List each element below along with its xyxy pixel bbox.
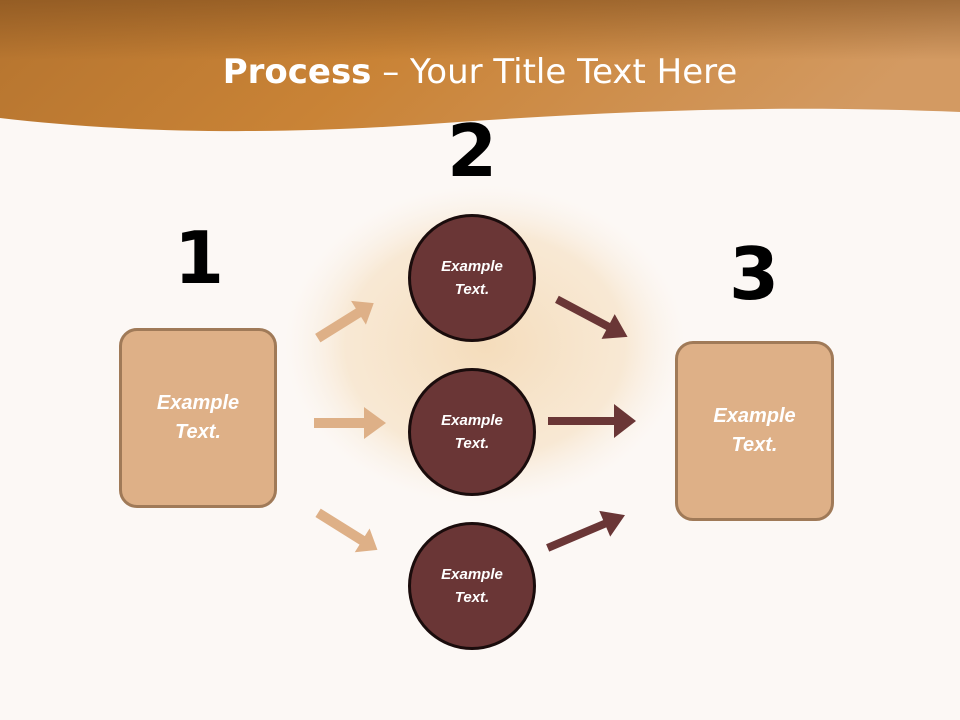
- arrow-from-circle-middle: [548, 404, 636, 438]
- circle-top-text: Example Text.: [441, 258, 503, 298]
- circle-middle-text: Example Text.: [441, 412, 503, 452]
- step-2-circle-middle: Example Text.: [408, 368, 536, 496]
- step-number-2: 2: [446, 109, 498, 193]
- step-number-1: 1: [173, 216, 225, 300]
- arrow-from-circle-bottom: [546, 510, 625, 552]
- step-1-box: Example Text.: [119, 328, 277, 508]
- arrow-to-circle-bottom: [315, 508, 378, 553]
- circle-bottom-text: Example Text.: [441, 566, 503, 606]
- slide-title-bold: Process: [222, 52, 372, 92]
- arrow-from-circle-top: [555, 295, 628, 339]
- slide-title-rest: – Your Title Text Here: [371, 52, 738, 92]
- step-1-text: Example Text.: [156, 392, 240, 443]
- arrow-to-circle-middle: [314, 407, 386, 439]
- arrow-to-circle-top: [315, 300, 374, 343]
- step-3-box: Example Text.: [675, 341, 834, 521]
- step-2-circle-top: Example Text.: [408, 214, 536, 342]
- header-band-shade: [0, 0, 960, 60]
- step-2-circle-bottom: Example Text.: [408, 522, 536, 650]
- slide-title: Process – Your Title Text Here: [0, 52, 960, 92]
- step-number-3: 3: [728, 232, 780, 316]
- step-3-text: Example Text.: [713, 405, 796, 456]
